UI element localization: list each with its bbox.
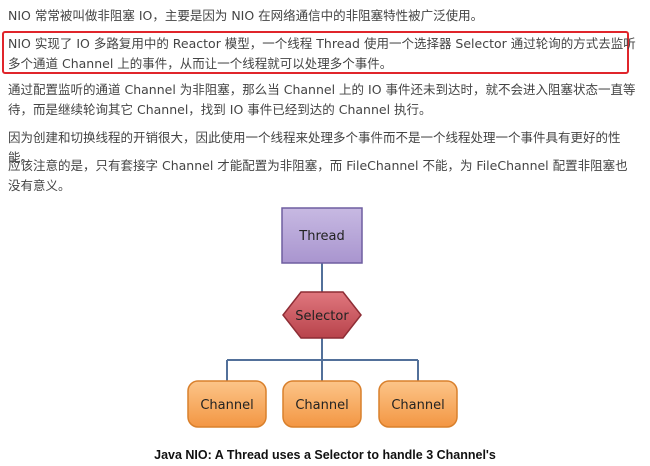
performance-paragraph: 因为创建和切换线程的开销很大，因此使用一个线程来处理多个事件而不是一个线程处理一…: [8, 130, 621, 165]
connector-lines: [226, 263, 419, 381]
highlight-box: [2, 31, 629, 74]
non-blocking-paragraph: 通过配置监听的通道 Channel 为非阻塞，那么当 Channel 上的 IO…: [8, 82, 636, 117]
channel-node: Channel: [378, 380, 458, 428]
selector-label: Selector: [295, 309, 349, 324]
nio-diagram: Thread Selector Channel Channel Channel: [187, 207, 458, 428]
channel-node: Channel: [187, 380, 267, 428]
note-paragraph: 应该注意的是，只有套接字 Channel 才能配置为非阻塞，而 FileChan…: [8, 158, 628, 193]
channel-label: Channel: [391, 398, 444, 413]
reactor-paragraph: NIO 实现了 IO 多路复用中的 Reactor 模型，一个线程 Thread…: [8, 36, 636, 71]
thread-node: Thread: [281, 207, 363, 264]
selector-node: Selector: [282, 291, 362, 339]
channel-node: Channel: [282, 380, 362, 428]
thread-label: Thread: [298, 229, 344, 244]
intro-paragraph: NIO 常常被叫做非阻塞 IO，主要是因为 NIO 在网络通信中的非阻塞特性被广…: [8, 8, 484, 23]
diagram-caption: Java NIO: A Thread uses a Selector to ha…: [154, 448, 496, 462]
channel-label: Channel: [200, 398, 253, 413]
channel-label: Channel: [295, 398, 348, 413]
